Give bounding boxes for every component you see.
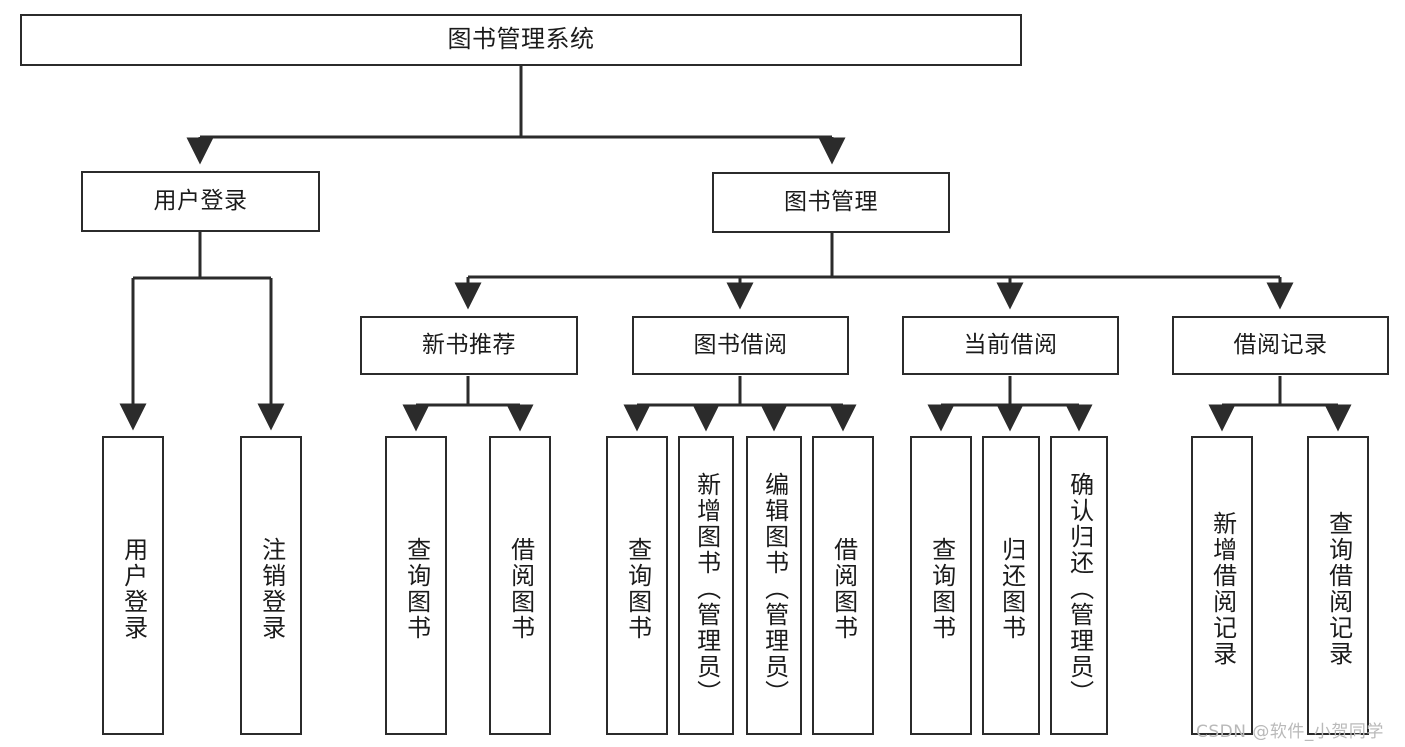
node-label: 当前借阅 bbox=[963, 332, 1058, 359]
leaf-record-add-borrow-record[interactable]: 新增借阅记录 bbox=[1191, 436, 1253, 735]
leaf-borrow-add-book-admin[interactable]: 新增图书（管理员） bbox=[678, 436, 734, 735]
node-label: 借阅图书 bbox=[506, 536, 535, 641]
node-label: 图书管理 bbox=[784, 189, 878, 216]
node-current-borrow[interactable]: 当前借阅 bbox=[902, 316, 1119, 375]
node-user-login[interactable]: 用户登录 bbox=[81, 171, 320, 232]
leaf-user-login-login[interactable]: 用户登录 bbox=[102, 436, 164, 735]
node-label: 注销登录 bbox=[257, 536, 286, 641]
node-label: 用户登录 bbox=[153, 188, 248, 215]
node-label: 确认归还（管理员） bbox=[1065, 471, 1094, 706]
node-label: 新增图书（管理员） bbox=[692, 471, 721, 706]
node-label: 查询图书 bbox=[623, 536, 652, 641]
leaf-current-confirm-return-admin[interactable]: 确认归还（管理员） bbox=[1050, 436, 1108, 735]
node-new-book-recommend[interactable]: 新书推荐 bbox=[360, 316, 578, 375]
node-label: 图书管理系统 bbox=[447, 25, 595, 54]
leaf-recommend-borrow-book[interactable]: 借阅图书 bbox=[489, 436, 551, 735]
leaf-recommend-query-book[interactable]: 查询图书 bbox=[385, 436, 447, 735]
leaf-borrow-borrow-book[interactable]: 借阅图书 bbox=[812, 436, 874, 735]
leaf-record-query-borrow-record[interactable]: 查询借阅记录 bbox=[1307, 436, 1369, 735]
node-label: 归还图书 bbox=[997, 536, 1026, 641]
node-root-book-management-system[interactable]: 图书管理系统 bbox=[20, 14, 1022, 66]
node-label: 借阅图书 bbox=[829, 536, 858, 641]
node-label: 编辑图书（管理员） bbox=[760, 471, 789, 706]
leaf-borrow-query-book[interactable]: 查询图书 bbox=[606, 436, 668, 735]
node-label: 查询图书 bbox=[927, 536, 956, 641]
leaf-current-query-book[interactable]: 查询图书 bbox=[910, 436, 972, 735]
node-label: 新增借阅记录 bbox=[1208, 510, 1237, 667]
csdn-watermark: CSDN @软件_小贺同学 bbox=[1196, 717, 1384, 742]
node-book-management[interactable]: 图书管理 bbox=[712, 172, 950, 233]
watermark-text: CSDN @软件_小贺同学 bbox=[1196, 722, 1384, 742]
node-label: 图书借阅 bbox=[693, 332, 788, 359]
node-label: 用户登录 bbox=[119, 536, 148, 641]
leaf-user-login-logout[interactable]: 注销登录 bbox=[240, 436, 302, 735]
leaf-borrow-edit-book-admin[interactable]: 编辑图书（管理员） bbox=[746, 436, 802, 735]
leaf-current-return-book[interactable]: 归还图书 bbox=[982, 436, 1040, 735]
node-borrow-record[interactable]: 借阅记录 bbox=[1172, 316, 1389, 375]
node-book-borrow[interactable]: 图书借阅 bbox=[632, 316, 849, 375]
node-label: 借阅记录 bbox=[1233, 332, 1328, 359]
node-label: 查询图书 bbox=[402, 536, 431, 641]
node-label: 新书推荐 bbox=[422, 332, 516, 359]
node-label: 查询借阅记录 bbox=[1324, 510, 1353, 667]
